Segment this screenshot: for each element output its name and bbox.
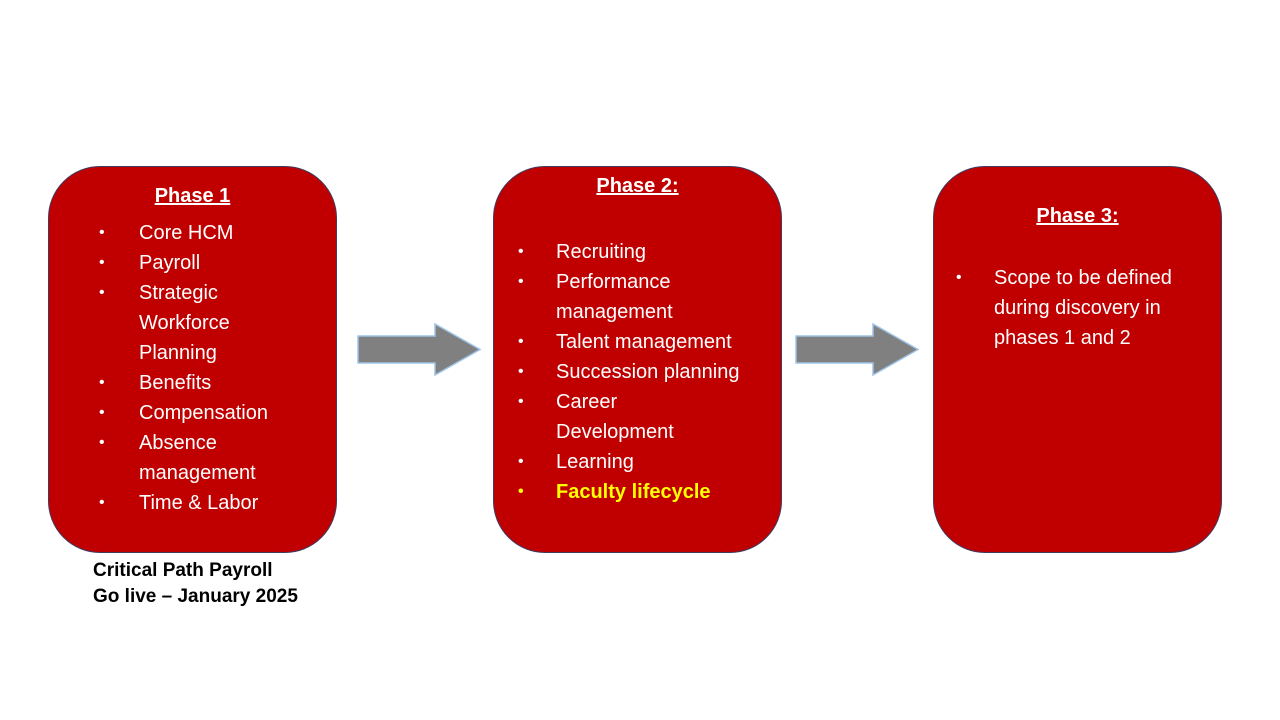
phase-1-list: • Core HCM • Payroll • Strategic Workforce … — [49, 218, 336, 518]
phase-1-title: Phase 1 — [154, 185, 231, 207]
bullet-icon: • — [99, 254, 105, 271]
list-item: • Recruiting — [518, 237, 769, 267]
list-item-label: Learning — [556, 451, 634, 473]
list-item-label: Talent management — [556, 331, 732, 353]
bullet-icon: • — [99, 284, 105, 301]
caption-line-2: Go live – January 2025 — [93, 586, 298, 607]
bullet-icon: • — [518, 243, 524, 260]
phase-3-title: Phase 3: — [1036, 205, 1119, 227]
list-item-label: Strategic Workforce Planning — [139, 282, 230, 364]
bullet-icon: • — [518, 483, 524, 500]
bullet-icon: • — [518, 393, 524, 410]
arrow-right-icon — [795, 322, 920, 377]
list-item: • Core HCM — [99, 218, 318, 248]
list-item-label: Succession planning — [556, 361, 740, 383]
phase-2-title: Phase 2: — [596, 175, 679, 197]
bullet-icon: • — [518, 273, 524, 290]
caption: Critical Path Payroll Go live – January … — [93, 558, 298, 610]
bullet-icon: • — [99, 494, 105, 511]
phase-3-box: Phase 3: • Scope to be defined during dis… — [933, 166, 1222, 553]
list-item: • Payroll — [99, 248, 318, 278]
list-item-label: Faculty lifecycle — [556, 481, 711, 503]
list-item: • Strategic Workforce Planning — [99, 278, 318, 368]
list-item-label: Time & Labor — [139, 492, 259, 514]
list-item-label: Compensation — [139, 402, 268, 424]
list-item-label: Scope to be defined during discovery in … — [994, 267, 1172, 349]
list-item: • Scope to be defined during discovery in… — [956, 263, 1207, 353]
bullet-icon: • — [518, 333, 524, 350]
caption-line-1: Critical Path Payroll — [93, 560, 273, 581]
bullet-icon: • — [956, 269, 962, 286]
list-item-label: Performance management — [556, 271, 673, 323]
list-item: • Time & Labor — [99, 488, 318, 518]
phase-2-box: Phase 2: • Recruiting • Performance manage… — [493, 166, 782, 553]
list-item-label: Core HCM — [139, 222, 234, 244]
list-item: • Career Development — [518, 387, 769, 447]
bullet-icon: • — [99, 224, 105, 241]
list-item: • Absence management — [99, 428, 318, 488]
list-item-label: Benefits — [139, 372, 212, 394]
list-item-label: Recruiting — [556, 241, 647, 263]
bullet-icon: • — [99, 374, 105, 391]
list-item: • Succession planning — [518, 357, 769, 387]
phase-1-box: Phase 1 • Core HCM • Payroll • Strategic Wo… — [48, 166, 337, 553]
bullet-icon: • — [99, 434, 105, 451]
list-item-highlighted: • Faculty lifecycle — [518, 477, 769, 507]
phase-3-list: • Scope to be defined during discovery in… — [934, 263, 1221, 353]
list-item: • Benefits — [99, 368, 318, 398]
bullet-icon: • — [518, 363, 524, 380]
list-item-label: Career Development — [556, 391, 674, 443]
list-item-label: Payroll — [139, 252, 201, 274]
list-item: • Learning — [518, 447, 769, 477]
bullet-icon: • — [518, 453, 524, 470]
bullet-icon: • — [99, 404, 105, 421]
list-item: • Performance management — [518, 267, 769, 327]
arrow-right-icon — [357, 322, 482, 377]
list-item-label: Absence management — [139, 432, 256, 484]
list-item: • Compensation — [99, 398, 318, 428]
phase-2-list: • Recruiting • Performance management • Tal… — [494, 237, 781, 507]
list-item: • Talent management — [518, 327, 769, 357]
